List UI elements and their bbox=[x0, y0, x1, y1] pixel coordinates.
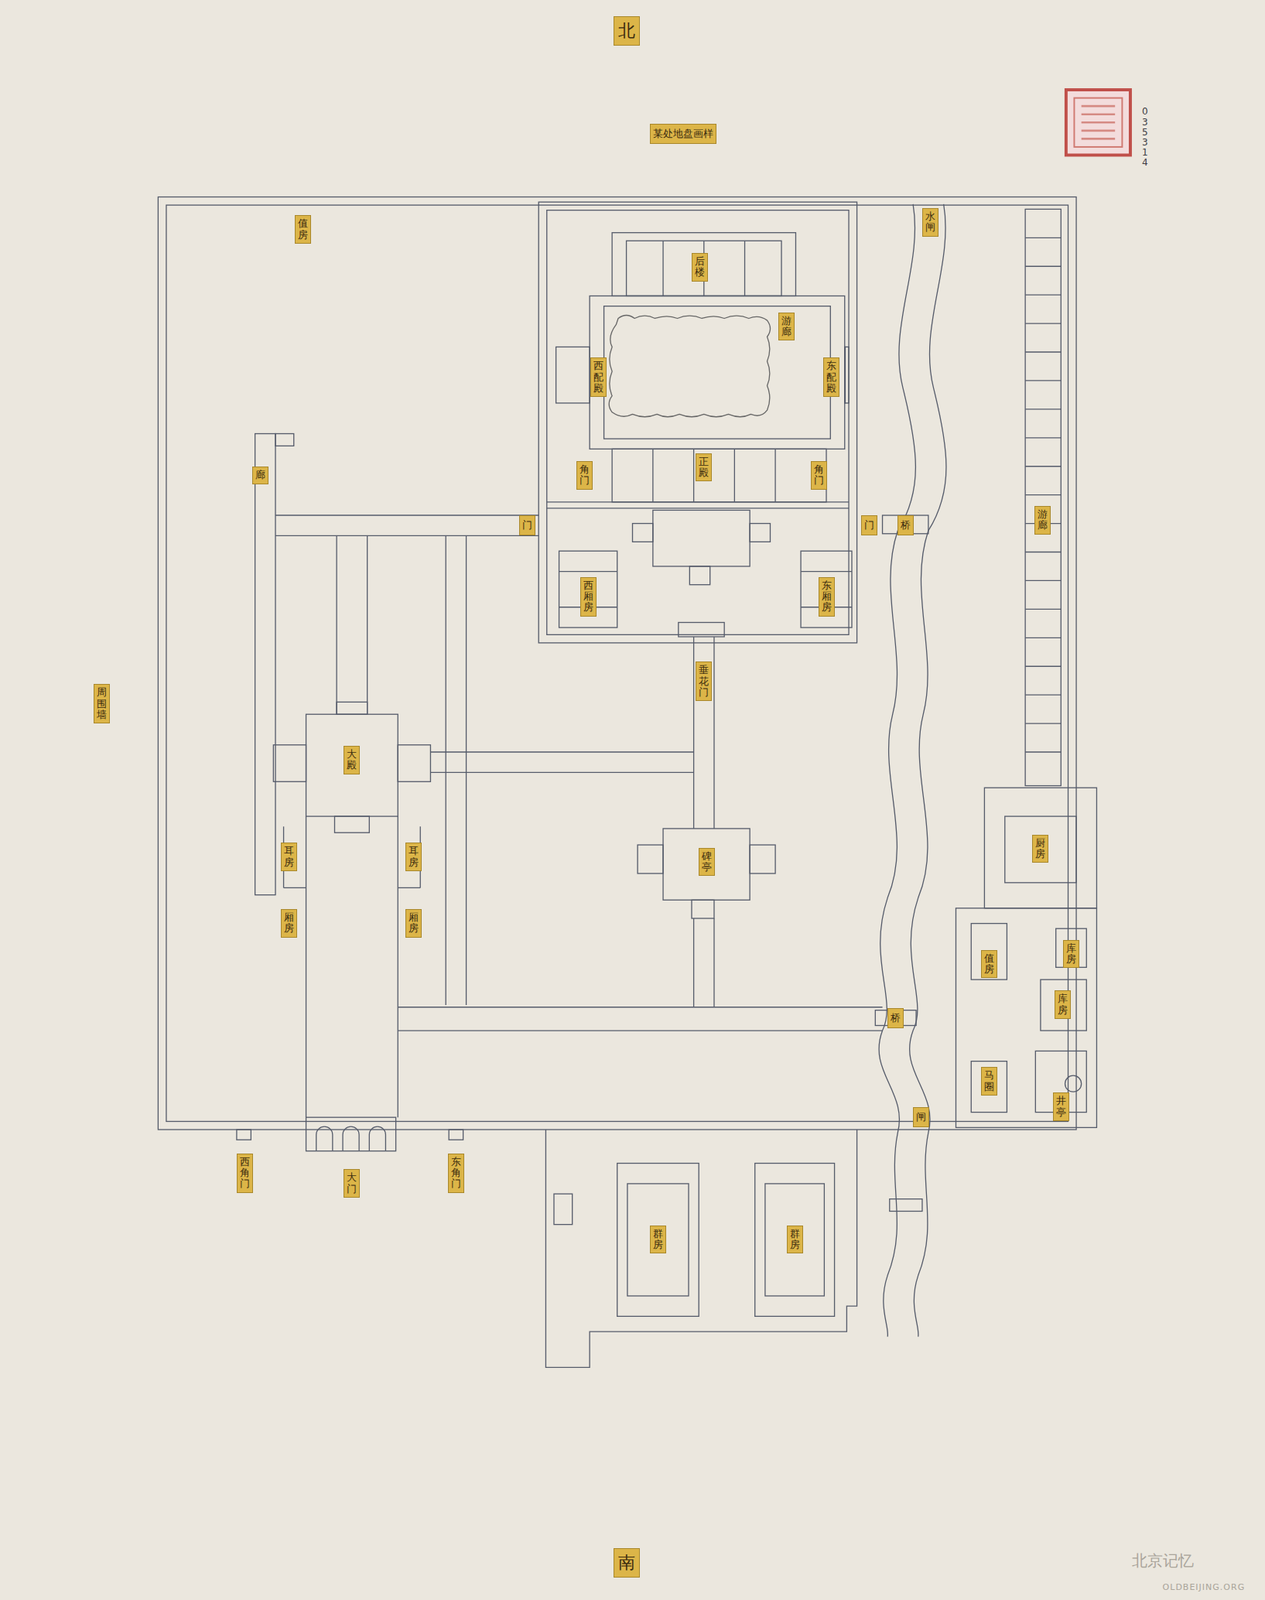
building-tag: 西角门 bbox=[236, 1153, 253, 1194]
tag-text: 后楼 bbox=[694, 256, 705, 279]
tag-text: 水闸 bbox=[925, 211, 936, 234]
compass-tag: 北 bbox=[613, 16, 640, 46]
tag-text: 桥 bbox=[900, 519, 911, 531]
tag-text: 马圈 bbox=[984, 1070, 995, 1093]
tag-text: 厢房 bbox=[283, 912, 295, 935]
building-tag: 桥 bbox=[897, 515, 914, 536]
building-tag: 耳房 bbox=[280, 842, 298, 872]
building-tag: 厢房 bbox=[405, 909, 422, 938]
tag-text: 值房 bbox=[984, 953, 995, 976]
tag-text: 角门 bbox=[813, 464, 824, 487]
tag-text: 桥 bbox=[890, 1012, 901, 1024]
tag-text: 值房 bbox=[297, 218, 308, 241]
building-tag: 东厢房 bbox=[818, 577, 835, 617]
tag-text: 群房 bbox=[653, 1228, 664, 1252]
tag-text: 游廊 bbox=[781, 315, 792, 339]
tag-text: 东配殿 bbox=[826, 360, 837, 394]
tag-text: 门 bbox=[522, 519, 533, 531]
building-tag: 大门 bbox=[343, 1169, 360, 1198]
building-tag: 东配殿 bbox=[823, 357, 840, 397]
building-tag: 值房 bbox=[294, 215, 312, 244]
building-tag: 耳房 bbox=[405, 842, 422, 872]
tag-text: 库房 bbox=[1057, 993, 1068, 1016]
building-tag: 水闸 bbox=[922, 208, 939, 237]
building-tag: 库房 bbox=[1063, 940, 1080, 969]
building-tag: 群房 bbox=[786, 1225, 804, 1255]
catalog-number: 035314 bbox=[1141, 106, 1152, 168]
compass-tag: 南 bbox=[613, 1548, 640, 1578]
tag-text: 某处地盘画样 bbox=[653, 127, 714, 140]
building-tag: 厨房 bbox=[1032, 834, 1049, 864]
watermark: 北京记忆 bbox=[1131, 1550, 1194, 1572]
building-tag: 碑亭 bbox=[698, 847, 715, 877]
tag-text: 正殿 bbox=[698, 456, 709, 479]
building-tag: 垂花门 bbox=[695, 661, 712, 701]
building-tag: 大殿 bbox=[343, 745, 360, 775]
building-tag: 门 bbox=[861, 515, 878, 536]
title-tag: 某处地盘画样 bbox=[649, 123, 717, 144]
tag-text: 耳房 bbox=[283, 845, 295, 869]
building-tag: 井亭 bbox=[1053, 1092, 1070, 1122]
tag-text: 库房 bbox=[1066, 943, 1077, 966]
tag-text: OLDBEIJING.ORG bbox=[1162, 1582, 1246, 1593]
building-tag: 后楼 bbox=[691, 253, 708, 282]
tag-text: 垂花门 bbox=[698, 664, 709, 698]
tag-text: 井亭 bbox=[1056, 1095, 1067, 1118]
tag-text: 廊 bbox=[255, 469, 266, 481]
building-tag: 东角门 bbox=[447, 1153, 465, 1194]
tag-text: 北 bbox=[618, 20, 636, 41]
tag-text: 035314 bbox=[1141, 106, 1152, 168]
tag-text: 碑亭 bbox=[701, 851, 712, 874]
building-tag: 游廊 bbox=[1034, 506, 1051, 535]
tag-text: 耳房 bbox=[408, 845, 419, 869]
tag-text: 大殿 bbox=[346, 748, 357, 772]
building-tag: 正殿 bbox=[695, 453, 712, 483]
tag-text: 厨房 bbox=[1035, 837, 1046, 861]
building-tag: 游廊 bbox=[778, 312, 795, 342]
tag-text: 西角门 bbox=[239, 1156, 250, 1190]
tag-text: 大门 bbox=[346, 1172, 357, 1195]
building-tag: 门 bbox=[519, 515, 536, 536]
tag-text: 门 bbox=[864, 519, 875, 531]
tag-text: 闸 bbox=[916, 1111, 927, 1123]
building-tag: 西厢房 bbox=[580, 577, 597, 617]
building-tag: 周围墙 bbox=[93, 683, 110, 724]
tag-text: 南 bbox=[618, 1552, 636, 1573]
building-tag: 角门 bbox=[576, 461, 593, 490]
building-tag: 值房 bbox=[981, 950, 998, 979]
building-tag: 库房 bbox=[1054, 990, 1071, 1019]
tag-text: 厢房 bbox=[408, 912, 419, 935]
building-tag: 马圈 bbox=[981, 1066, 998, 1096]
building-tag: 群房 bbox=[649, 1225, 667, 1255]
tag-text: 东厢房 bbox=[821, 580, 832, 614]
tag-text: 游廊 bbox=[1037, 509, 1048, 532]
tag-text: 群房 bbox=[789, 1228, 801, 1252]
tag-text: 东角门 bbox=[451, 1156, 462, 1190]
building-tag: 廊 bbox=[252, 466, 269, 484]
building-tag: 桥 bbox=[887, 1008, 904, 1029]
building-tag: 闸 bbox=[912, 1107, 930, 1128]
tag-text: 周围墙 bbox=[96, 687, 107, 721]
building-tag: 角门 bbox=[810, 461, 828, 490]
watermark: OLDBEIJING.ORG bbox=[1162, 1582, 1246, 1593]
tag-text: 西厢房 bbox=[583, 580, 594, 614]
tag-text: 西配殿 bbox=[593, 360, 604, 394]
tag-text: 角门 bbox=[579, 464, 590, 487]
tag-text: 北京记忆 bbox=[1131, 1551, 1194, 1570]
building-tag: 厢房 bbox=[280, 909, 298, 938]
building-tag: 西配殿 bbox=[590, 357, 607, 397]
